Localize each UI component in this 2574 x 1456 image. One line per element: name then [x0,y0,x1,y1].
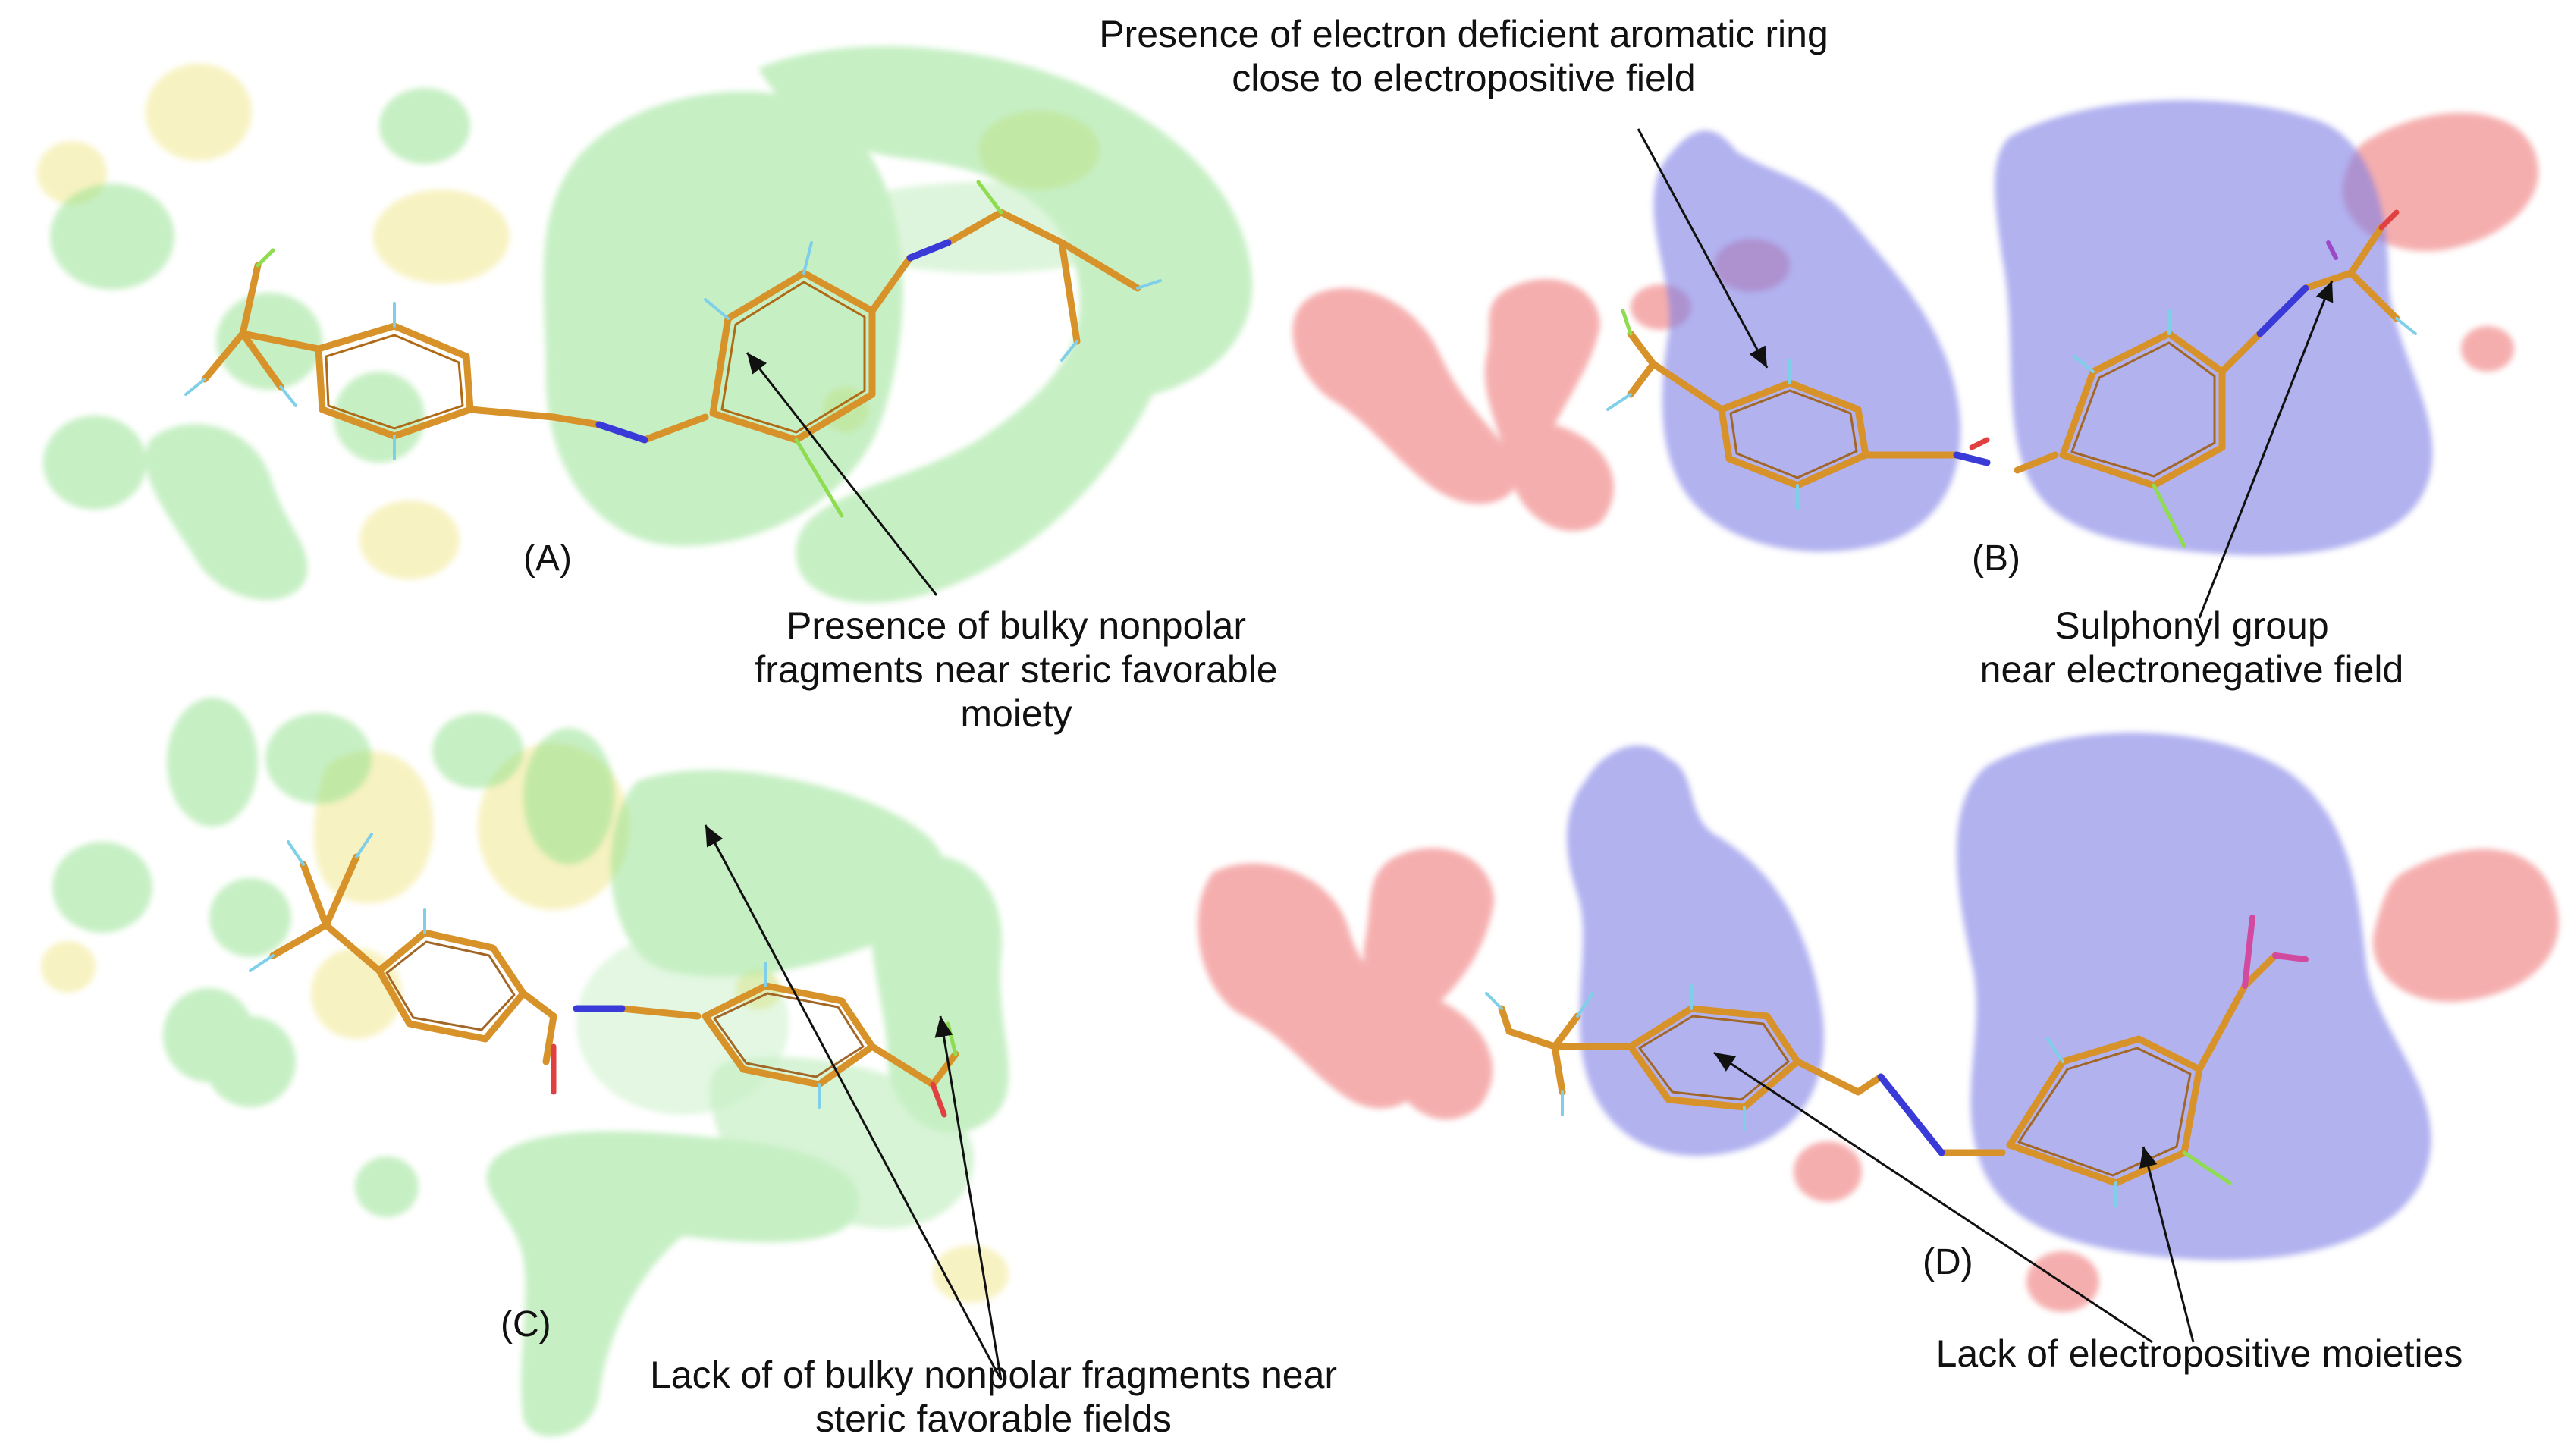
ligand-molecule-d [1485,915,2309,1207]
electropositive-contours-d [1567,733,2431,1260]
annotation-lack-bulky-fragments: Lack of of bulky nonpolar fragments near… [561,1353,1426,1441]
arrow-lack-electropositive-2 [2139,1146,2195,1343]
annotation-line: Lack of electropositive moieties [1935,1332,2463,1375]
annotation-line: steric favorable fields [815,1398,1172,1440]
annotation-electron-deficient-ring: Presence of electron deficient aromatic … [1009,12,1919,100]
arrow-sulphonyl-group [2198,280,2334,619]
ligand-molecule-c [249,833,959,1118]
arrow-electron-deficient-ring [1637,128,1769,369]
arrow-lack-electropositive-1 [1713,1051,2153,1344]
annotation-line: moiety [960,692,1072,735]
arrow-lack-bulky-2 [934,1015,1003,1381]
annotation-line: Presence of bulky nonpolar [786,604,1246,647]
annotation-line: fragments near steric favorable [755,648,1278,691]
annotation-sulphonyl-group: Sulphonyl group near electronegative fie… [1866,604,2518,692]
annotation-line: close to electropositive field [1232,57,1696,99]
ligand-molecule-b [1606,209,2417,548]
annotation-line: Lack of of bulky nonpolar fragments near [649,1354,1338,1396]
annotation-lack-electropositive: Lack of electropositive moieties [1805,1332,2574,1376]
electronegative-contours-d [1198,848,2559,1312]
steric-favorable-contours-c [52,698,1009,1436]
panel-c-steric-contours: (C) [41,698,1009,1436]
panel-c-id: (C) [501,1304,551,1345]
electropositive-contours-b [1653,100,2433,556]
annotation-arrows [704,128,2334,1381]
panel-b-id: (B) [1972,538,2020,579]
arrow-lack-bulky-1 [704,824,1003,1381]
panel-a-id: (A) [523,538,572,579]
annotation-line: near electronegative field [1979,648,2404,691]
arrow-bulky-nonpolar [746,352,938,596]
annotation-line: Sulphonyl group [2054,604,2329,647]
ligand-molecule-a [184,180,1162,518]
panel-d-id: (D) [1923,1242,1973,1282]
panel-b-electrostatic-contours: (B) [1292,100,2539,579]
panel-d-electrostatic-contours: (D) [1198,733,2559,1312]
panel-a-steric-contours: (A) [37,46,1253,603]
annotation-line: Presence of electron deficient aromatic … [1099,13,1828,55]
annotation-bulky-nonpolar-fragments: Presence of bulky nonpolar fragments nea… [599,604,1433,736]
